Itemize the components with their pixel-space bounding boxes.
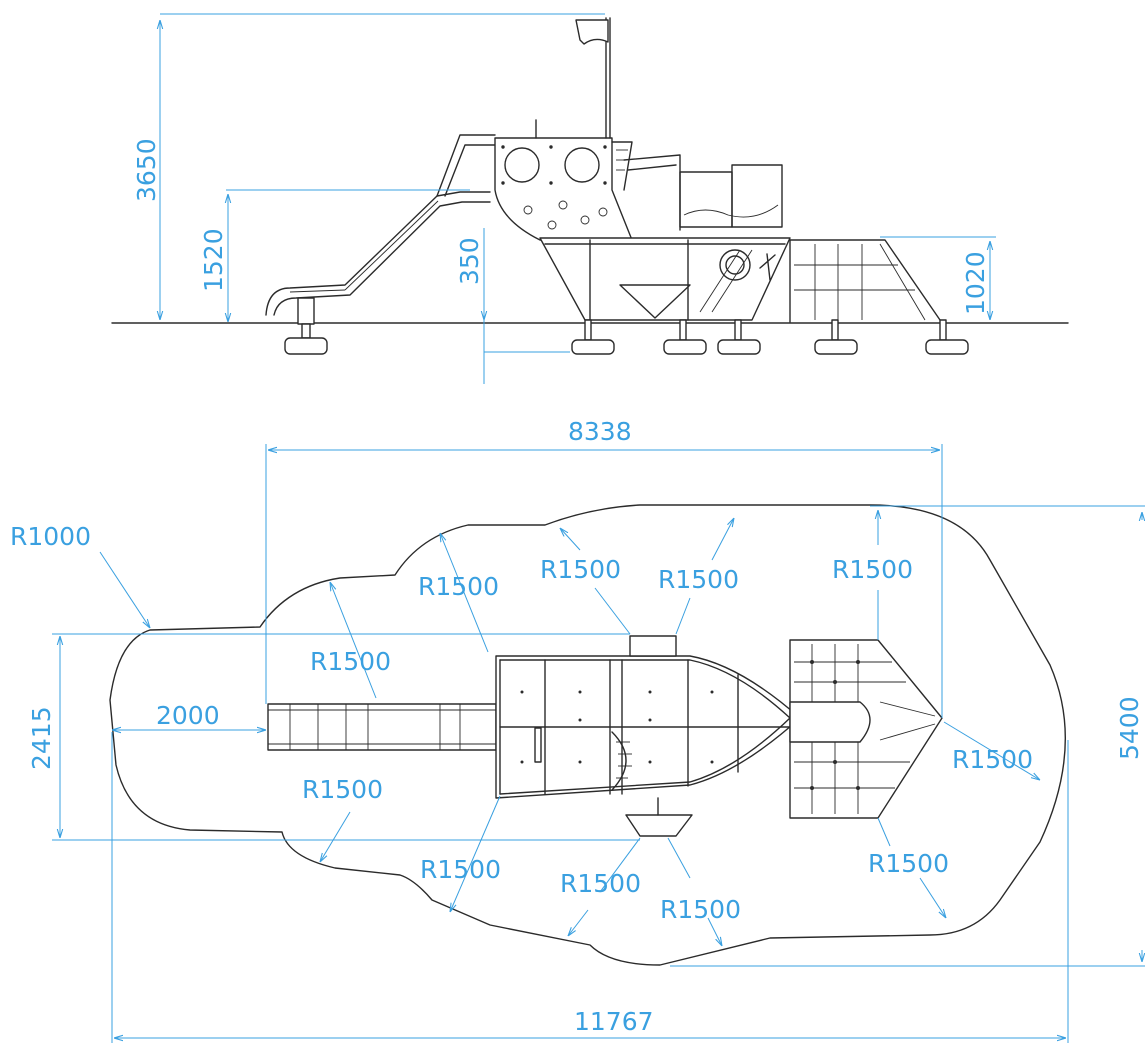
radius-label-wheel-left: R1500 [560,869,641,898]
radius-label-bow-tip: R1500 [952,745,1033,774]
slide-elevation [265,191,491,355]
radius-label-wheel-right: R1500 [660,895,741,924]
tower-elevation [436,17,633,241]
radius-label-tower-upper: R1500 [418,572,499,601]
label-1520: 1520 [199,228,228,292]
dimension-height-total: 3650 [132,13,605,320]
dimension-depth-equipment: 2415 [27,633,640,841]
dimension-height-net: 1020 [880,236,996,320]
dimension-depth-safety-area: 5400 [670,505,1145,967]
safety-area-outline [109,504,1067,966]
plan-view: 8338 2415 2000 11767 5400 [10,417,1145,1043]
radius-label-top-right: R1500 [658,565,739,594]
bow-net-plan [789,639,943,819]
footings-elevation [571,319,969,355]
side-elevation-view: 3650 1520 350 1020 [111,13,1069,384]
radius-annotations: R1000 R1500 R1500 R1500 R1500 R1500 R150… [10,510,1040,946]
label-2415: 2415 [27,706,56,770]
label-350: 350 [455,237,484,285]
label-3650: 3650 [132,138,161,202]
hull-elevation [539,237,791,321]
dimension-width-safety-area: 11767 [111,732,1069,1043]
dimension-width-equipment: 8338 [265,417,943,718]
label-11767: 11767 [574,1007,654,1036]
label-5400: 5400 [1115,696,1144,760]
radius-label-bow-upper: R1500 [832,555,913,584]
dimension-depth-foundation: 350 [455,228,570,384]
radius-label-left-lower: R1500 [302,775,383,804]
dimension-slide-run: 2000 [112,701,266,730]
radius-label-left-upper: R1500 [310,647,391,676]
deck-plan [495,635,801,837]
slide-plan [267,703,497,751]
radius-label-r1000: R1000 [10,522,91,551]
deck-railings-elevation [623,154,783,231]
climbing-net-elevation [789,239,941,323]
radius-label-tower-lower: R1500 [420,855,501,884]
dimension-height-slide: 1520 [199,189,470,322]
radius-label-bow-lower: R1500 [868,849,949,878]
label-2000: 2000 [156,701,220,730]
label-1020: 1020 [961,251,990,315]
radius-label-top-left: R1500 [540,555,621,584]
label-8338: 8338 [568,417,632,446]
